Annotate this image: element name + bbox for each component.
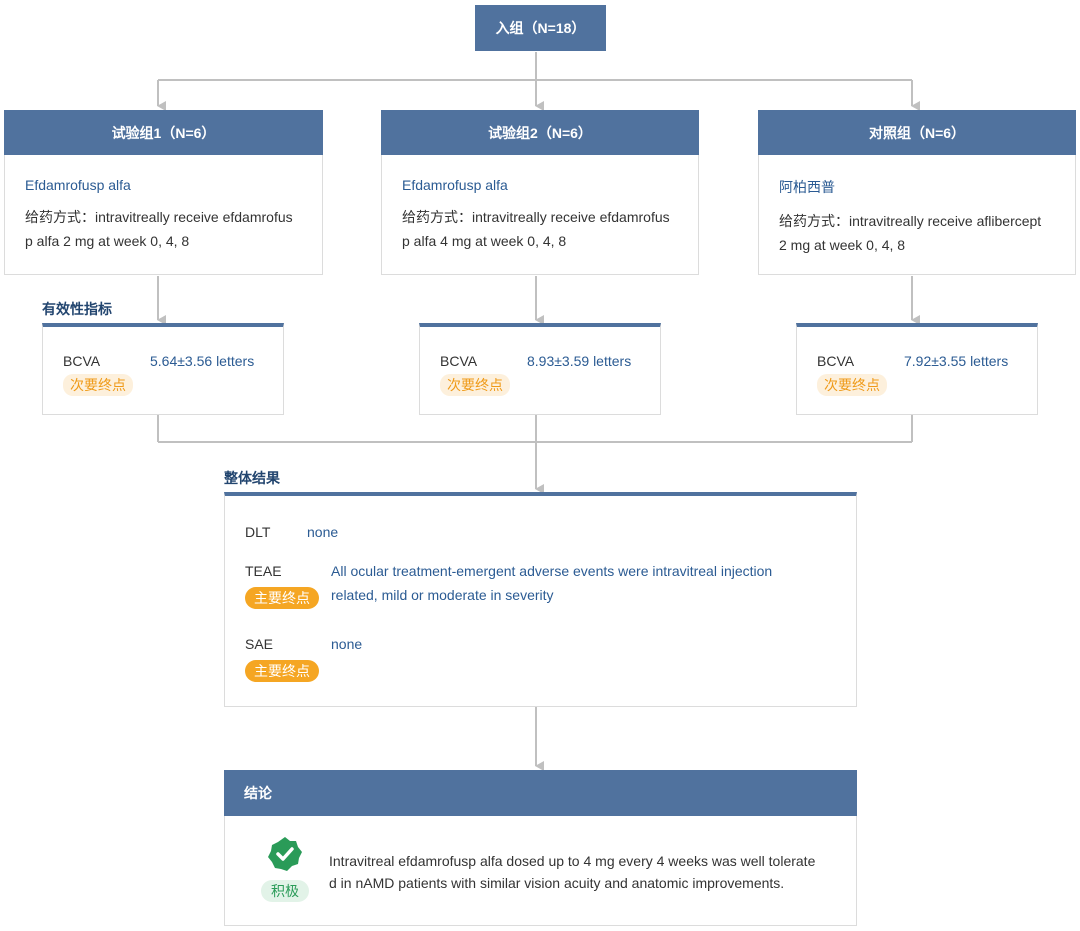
arm-2-header: 试验组2（N=6） [381, 110, 699, 155]
arm-2-regimen-line2: p alfa 4 mg at week 0, 4, 8 [402, 233, 567, 249]
arm-1-drug: Efdamrofusp alfa [25, 177, 131, 193]
efficacy-1-label: BCVA [63, 353, 101, 369]
conclusion-card: 积极 Intravitreal efdamrofusp alfa dosed u… [224, 816, 857, 926]
primary-endpoint-badge: 主要终点 [245, 660, 319, 682]
conclusion-title: 结论 [244, 785, 272, 801]
teae-label: TEAE [245, 563, 282, 579]
arm-2-drug: Efdamrofusp alfa [402, 177, 508, 193]
arm-2-regimen-line1: 给药方式：intravitreally receive efdamrofus [402, 209, 670, 225]
arm-2-card: Efdamrofusp alfa 给药方式：intravitreally rec… [381, 155, 699, 275]
efficacy-1-value: 5.64±3.56 letters [150, 353, 255, 369]
arm-3-title: 对照组（N=6） [868, 124, 966, 141]
enrollment-box: 入组（N=18） [475, 5, 606, 51]
arm-3-regimen-line1: 给药方式：intravitreally receive aflibercept [779, 213, 1042, 229]
conclusion-text: Intravitreal efdamrofusp alfa dosed up t… [329, 850, 839, 894]
arm-1-title: 试验组1（N=6） [111, 124, 216, 141]
efficacy-2-value: 8.93±3.59 letters [527, 353, 632, 369]
secondary-endpoint-badge: 次要终点 [440, 374, 510, 396]
teae-value-line1: All ocular treatment-emergent adverse ev… [331, 563, 773, 579]
efficacy-card-1: BCVA 5.64±3.56 letters 次要终点 [42, 323, 284, 415]
arm-1-header: 试验组1（N=6） [4, 110, 323, 155]
secondary-endpoint-badge: 次要终点 [63, 374, 133, 396]
efficacy-3-label: BCVA [817, 353, 855, 369]
efficacy-card-2: BCVA 8.93±3.59 letters 次要终点 [419, 323, 661, 415]
positive-badge: 积极 [261, 880, 309, 902]
arm-3-drug: 阿柏西普 [779, 179, 835, 195]
conclusion-text-line2: d in nAMD patients with similar vision a… [329, 875, 785, 891]
dlt-value: none [307, 524, 339, 540]
arm-3-card: 阿柏西普 给药方式：intravitreally receive afliber… [758, 155, 1076, 275]
sae-label: SAE [245, 636, 274, 652]
primary-endpoint-badge: 主要终点 [245, 587, 319, 609]
efficacy-3-value: 7.92±3.55 letters [904, 353, 1009, 369]
efficacy-title: 有效性指标 [42, 301, 112, 317]
arm-2-title: 试验组2（N=6） [488, 124, 592, 141]
arm-3-header: 对照组（N=6） [758, 110, 1076, 155]
overall-title: 整体结果 [224, 470, 280, 486]
enrollment-label: 入组（N=18） [495, 20, 586, 36]
secondary-endpoint-badge: 次要终点 [817, 374, 887, 396]
check-badge-icon [268, 837, 302, 871]
efficacy-2-label: BCVA [440, 353, 478, 369]
arm-1-regimen-line2: p alfa 2 mg at week 0, 4, 8 [25, 233, 190, 249]
arm-1-card: Efdamrofusp alfa 给药方式：intravitreally rec… [4, 155, 323, 275]
efficacy-card-3: BCVA 7.92±3.55 letters 次要终点 [796, 323, 1038, 415]
teae-value-line2: related, mild or moderate in severity [331, 587, 554, 603]
dlt-label: DLT [245, 524, 271, 540]
arm-1-regimen-line1: 给药方式：intravitreally receive efdamrofus [25, 209, 293, 225]
sae-value: none [331, 636, 363, 652]
arm-3-regimen-line2: 2 mg at week 0, 4, 8 [779, 237, 906, 253]
conclusion-header: 结论 [224, 770, 857, 816]
overall-card: DLT none TEAE All ocular treatment-emerg… [224, 492, 857, 707]
conclusion-text-line1: Intravitreal efdamrofusp alfa dosed up t… [329, 853, 816, 869]
